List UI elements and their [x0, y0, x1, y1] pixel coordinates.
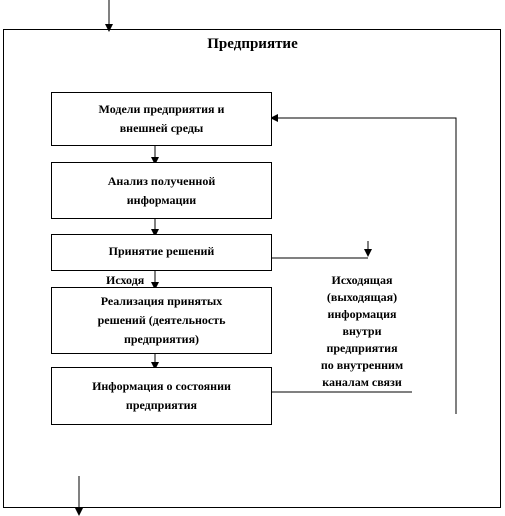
- box-models: Модели предприятия и внешней среды: [51, 92, 272, 146]
- label-outgoing-internal: Исходящая (выходящая) информация внутри …: [320, 273, 404, 389]
- label-outgoing-short: Исходя: [106, 273, 145, 287]
- box-analysis: Анализ полученной информации: [51, 162, 272, 219]
- box-implementation: Реализация принятых решений (деятельност…: [51, 287, 272, 354]
- feedback-loop-return: [270, 114, 457, 414]
- diagram-title: Предприятие: [207, 36, 298, 52]
- enterprise-frame: [3, 29, 501, 508]
- box-decisions: Принятие решений: [51, 234, 272, 271]
- box-state-info: Информация о состоянии предприятия: [51, 367, 272, 425]
